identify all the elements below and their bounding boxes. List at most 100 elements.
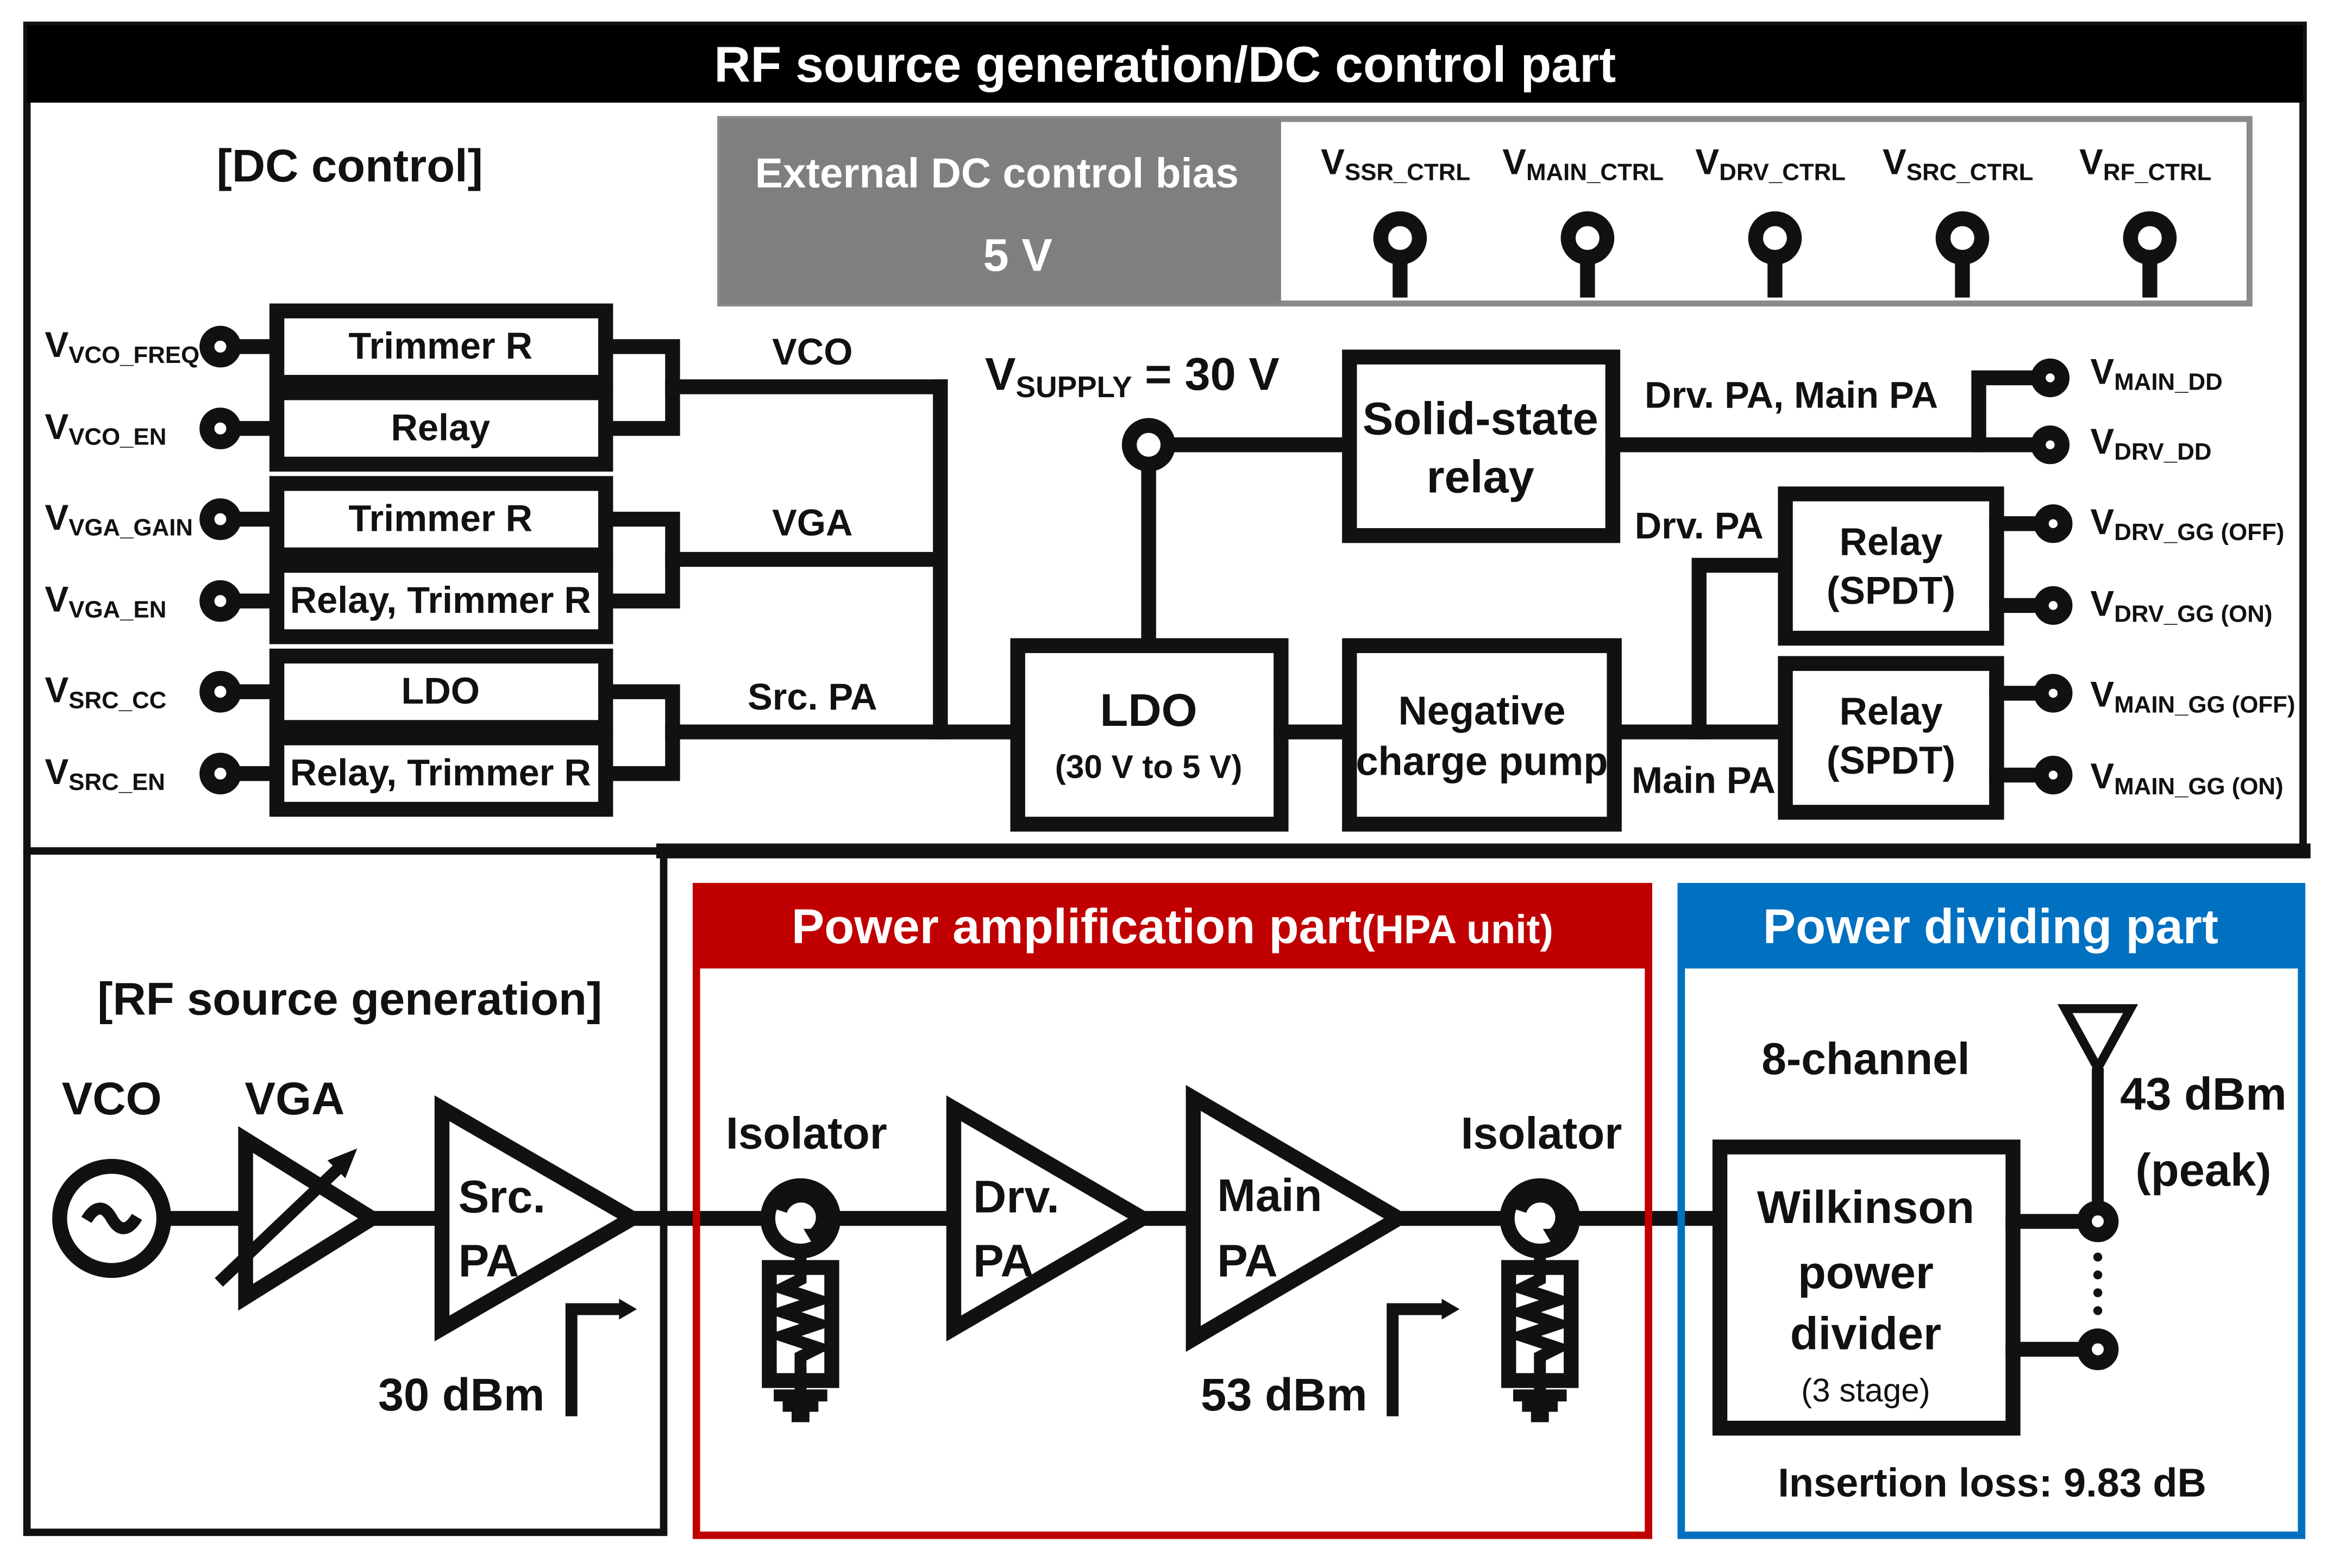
hpa-title: Power amplification part(HPA unit)	[792, 899, 1553, 954]
block-relay-vco	[269, 385, 613, 472]
svg-text:Relay: Relay	[1839, 520, 1942, 563]
channels-label: 8-channel	[1761, 1034, 1970, 1084]
rf-source-title: [RF source generation]	[97, 973, 602, 1024]
vco-symbol	[52, 1159, 172, 1278]
input-label-src-en: VSRC_EN	[45, 752, 165, 795]
ldo-sub: (30 V to 5 V)	[1055, 748, 1243, 785]
svg-text:PA: PA	[973, 1234, 1034, 1286]
main-pa-power: 53 dBm	[1201, 1369, 1368, 1420]
external-bias-label: External DC control bias	[755, 150, 1239, 197]
divider-header	[1681, 886, 2302, 969]
svg-text:Main: Main	[1217, 1169, 1322, 1221]
supply-label: VSUPPLY = 30 V	[985, 348, 1280, 404]
divider-title: Power dividing part	[1763, 899, 2218, 954]
output-label-main-gg-off: VMAIN_GG (OFF)	[2090, 675, 2295, 718]
vco-label: VCO	[62, 1072, 162, 1124]
vga-symbol	[215, 1126, 386, 1311]
rf-source-frame	[23, 848, 668, 1536]
svg-text:Solid-state: Solid-state	[1363, 393, 1598, 444]
hpa-header	[696, 886, 1649, 969]
svg-text:(SPDT): (SPDT)	[1827, 739, 1955, 782]
svg-text:Wilkinson: Wilkinson	[1757, 1181, 1974, 1233]
ctrl-terminal-ssr[interactable]: VSSR_CTRL	[1321, 142, 1470, 298]
isolator-2	[1500, 1178, 1581, 1422]
output-label-drv-gg-off: VDRV_GG (OFF)	[2090, 502, 2284, 545]
relay-spdt-drv	[1778, 486, 2004, 646]
divider-output-terminal-1[interactable]	[2077, 1200, 2119, 1243]
svg-text:Relay, Trimmer R: Relay, Trimmer R	[290, 579, 591, 621]
dc-control-title: [DC control]	[217, 140, 483, 191]
antenna-icon	[2057, 1004, 2138, 1208]
input-label-vga-gain: VVGA_GAIN	[45, 498, 193, 541]
output-label-drv-gg-on: VDRV_GG (ON)	[2090, 584, 2272, 628]
svg-text:Trimmer R: Trimmer R	[349, 325, 533, 367]
output-terminal-drv-gg-off[interactable]	[2034, 504, 2073, 543]
solid-state-relay-block	[1342, 349, 1621, 543]
peak-power: 43 dBm	[2120, 1068, 2287, 1120]
svg-text:Drv.: Drv.	[973, 1171, 1059, 1222]
output-terminal-drv-dd[interactable]	[2030, 425, 2070, 465]
relay-spdt-main	[1778, 656, 2004, 820]
output-label-main-dd: VMAIN_DD	[2090, 352, 2222, 395]
vga-label: VGA	[244, 1072, 344, 1124]
wilkinson-block	[1712, 1139, 2021, 1436]
svg-text:PA: PA	[459, 1234, 519, 1286]
svg-text:VDRV_CTRL: VDRV_CTRL	[1695, 142, 1846, 185]
svg-text:power: power	[1798, 1246, 1934, 1298]
block-trimmer-vga	[269, 476, 613, 563]
svg-text:Src.: Src.	[459, 1171, 545, 1222]
header-title: RF source generation/DC control part	[714, 36, 1616, 93]
charge-pump-block	[1342, 638, 1622, 832]
svg-text:Relay: Relay	[391, 406, 490, 448]
route-label-drv-main: Drv. PA, Main PA	[1645, 374, 1938, 416]
bus-label-vga: VGA	[772, 502, 852, 544]
svg-text:Relay, Trimmer R: Relay, Trimmer R	[290, 752, 591, 794]
ctrl-terminal-rf[interactable]: VRF_CTRL	[2079, 142, 2211, 298]
ctrl-terminal-main[interactable]: VMAIN_CTRL	[1502, 142, 1664, 298]
divider-output-terminal-8[interactable]	[2077, 1328, 2119, 1370]
output-terminal-drv-gg-on[interactable]	[2034, 586, 2073, 625]
output-terminal-main-dd[interactable]	[2030, 358, 2070, 398]
svg-text:divider: divider	[1790, 1307, 1941, 1359]
input-label-vga-en: VVGA_EN	[45, 579, 166, 623]
output-label-main-gg-on: VMAIN_GG (ON)	[2090, 756, 2283, 800]
svg-text:charge pump: charge pump	[1356, 739, 1608, 784]
ctrl-terminal-src[interactable]: VSRC_CTRL	[1883, 142, 2033, 298]
route-label-drv: Drv. PA	[1635, 505, 1764, 547]
isolator-label-2: Isolator	[1461, 1109, 1622, 1158]
input-label-src-cc: VSRC_CC	[45, 670, 166, 713]
src-pa-power: 30 dBm	[378, 1369, 545, 1420]
svg-text:(3 stage): (3 stage)	[1801, 1371, 1930, 1408]
input-label-vco-freq: VVCO_FREQ	[45, 325, 199, 368]
svg-text:VSRC_CTRL: VSRC_CTRL	[1883, 142, 2033, 185]
main-pa-symbol: Main PA	[1186, 1084, 1414, 1352]
output-label-drv-dd: VDRV_DD	[2090, 422, 2211, 465]
svg-text:VRF_CTRL: VRF_CTRL	[2079, 142, 2211, 185]
channel-ellipsis	[2093, 1252, 2103, 1315]
svg-text:Trimmer R: Trimmer R	[349, 498, 533, 540]
svg-text:PA: PA	[1217, 1234, 1278, 1286]
svg-text:Negative: Negative	[1398, 688, 1565, 733]
svg-text:Relay: Relay	[1839, 690, 1942, 733]
peak-label: (peak)	[2135, 1144, 2271, 1195]
ldo-block	[1010, 638, 1289, 832]
svg-text:LDO: LDO	[402, 670, 480, 712]
svg-text:VSSR_CTRL: VSSR_CTRL	[1321, 142, 1470, 185]
header-bar	[27, 25, 2303, 103]
src-pa-symbol: Src. PA	[434, 1095, 648, 1341]
input-label-vco-en: VVCO_EN	[45, 407, 166, 450]
output-terminal-main-gg-on[interactable]	[2034, 755, 2073, 795]
svg-text:(SPDT): (SPDT)	[1827, 570, 1955, 613]
external-bias-value: 5 V	[983, 229, 1052, 280]
svg-text:relay: relay	[1427, 450, 1534, 502]
external-bias-panel	[720, 119, 1281, 304]
ctrl-terminal-drv[interactable]: VDRV_CTRL	[1695, 142, 1846, 298]
output-terminal-main-gg-off[interactable]	[2034, 674, 2073, 713]
route-label-main: Main PA	[1632, 759, 1776, 801]
insertion-loss: Insertion loss: 9.83 dB	[1778, 1460, 2206, 1506]
drv-pa-symbol: Drv. PA	[946, 1095, 1158, 1341]
svg-text:VMAIN_CTRL: VMAIN_CTRL	[1502, 142, 1664, 185]
isolator-1	[760, 1178, 841, 1422]
bus-label-src-pa: Src. PA	[748, 676, 877, 718]
